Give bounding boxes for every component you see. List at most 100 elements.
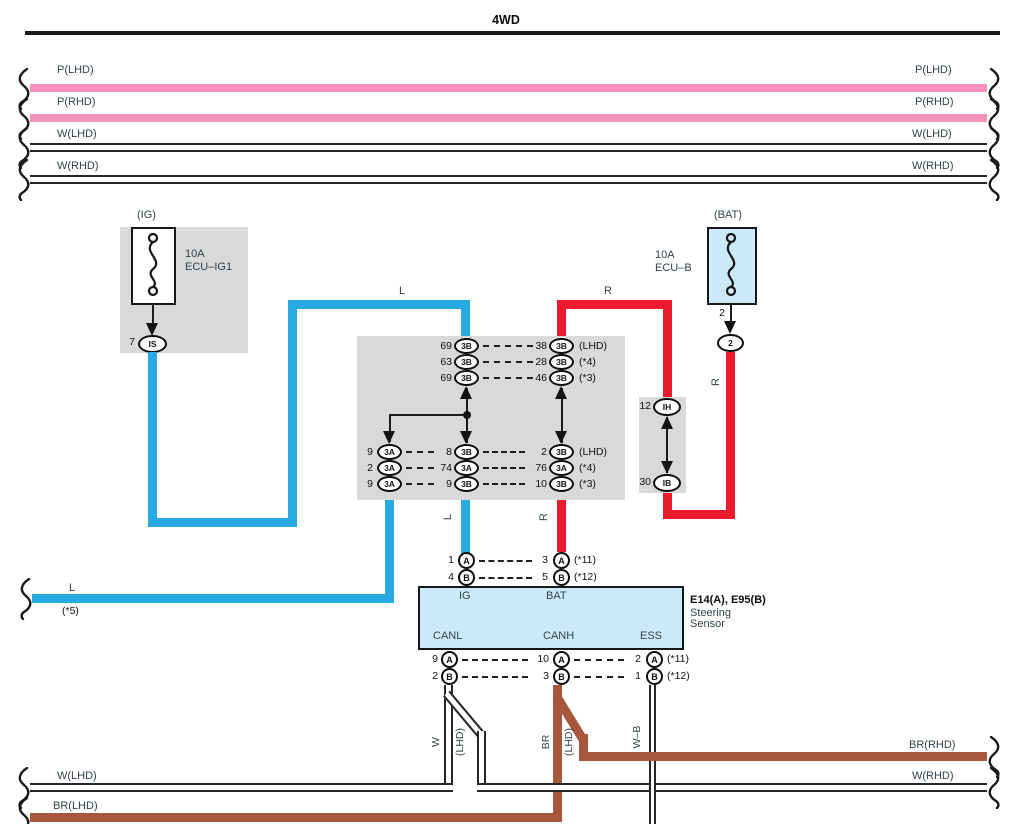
wire-r-to-ib [663,492,672,519]
header-rule [25,31,1000,35]
sensor-pin-number: 1 [635,670,641,682]
arrow-down-icon [661,461,673,474]
bus-p-lhd-wire [30,84,987,92]
sensor-pin-label-ess: ESS [640,630,663,642]
junction-pin: 10 [535,478,547,490]
wire-br-lhd-note: (LHD) [563,728,576,756]
wire-wb-label: W–B [631,725,644,749]
junction-connector: 3B [549,370,574,386]
junction-note: (LHD) [579,446,607,458]
sensor-pin-number: 9 [432,653,438,665]
wire-r-mid-label: R [537,513,550,521]
junction-pin: 9 [367,478,373,490]
wire-r-bottom-run [663,510,735,519]
sensor-pin-number: 5 [542,571,548,583]
wire-r-into-junction [557,300,566,340]
junction-connector: 3B [549,444,574,460]
junction-dash [406,451,434,453]
junction-branch [389,414,467,416]
sensor-pin-connector: A [553,552,570,569]
bat-fuse-rating: 10A [655,249,675,261]
sensor-pin-label-canl: CANL [433,630,463,642]
bus-p-rhd-label-left: P(RHD) [57,96,96,108]
junction-connector: 3B [549,354,574,370]
wire-r-top-label: R [604,285,612,297]
sensor-pin-number: 2 [635,653,641,665]
junction-branch [389,414,391,442]
arrow-up-icon [460,386,472,399]
wire-w-branch-down [477,731,486,792]
sensor-pin-number: 2 [432,670,438,682]
bus-w-lhd-wire [30,143,987,152]
connector-is: IS [138,335,167,353]
junction-pin: 69 [440,372,452,384]
sensor-pin-connector: B [553,668,570,685]
bat-fuse-name: ECU–B [655,262,692,274]
sensor-pin-number: 3 [542,554,548,566]
sensor-pin-label-ig: IG [459,590,471,602]
junction-pin: 63 [440,356,452,368]
wire-break-icon [988,127,1000,169]
wire-break-icon [18,159,30,201]
junction-connector: 3A [377,476,402,492]
junction-connector: 3A [549,460,574,476]
junction-connector: 3A [377,460,402,476]
wire-w-rhd-bus [477,783,987,792]
bus-w-rhd-wire [30,175,987,184]
ig-fuse-rating: 10A [185,248,205,260]
sensor-dash [462,676,528,678]
steering-sensor-box [418,586,684,650]
arrow-down-icon [383,431,395,444]
junction-pin: 8 [446,446,452,458]
ig-fuse-header: (IG) [137,209,156,221]
junction-pin: 69 [440,340,452,352]
junction-pin: 46 [535,372,547,384]
wire-w-label: W [430,737,443,747]
junction-dash [483,345,533,347]
wire-l-mid-label: L [441,513,454,521]
junction-note: (*3) [579,478,596,490]
junction-connector: 3B [549,338,574,354]
wire-break-icon [18,797,30,824]
connector-ib: IB [653,474,681,492]
bus-w-lhd-label-right: W(LHD) [912,128,952,140]
wire-w-lhd-note: (LHD) [454,728,467,756]
sensor-note: (*12) [574,571,597,583]
wire-r-to-sensor [557,492,566,552]
junction-pin: 76 [535,462,547,474]
sensor-name-line1: Steering [690,607,731,619]
junction-connector: 3B [454,476,479,492]
sensor-dash [462,659,528,661]
wire-br-label: BR [540,734,553,750]
bus-br-rhd-label: BR(RHD) [909,739,956,751]
bat-pin-number: 2 [719,307,725,319]
sensor-name-line2: Sensor [690,618,725,630]
junction-link [561,388,563,443]
junction-pin: 9 [446,478,452,490]
junction-pin: 2 [541,446,547,458]
wire-break-icon [18,127,30,169]
sensor-pin-label-canh: CANH [543,630,575,642]
sensor-note: (*11) [574,554,596,566]
junction-dash [483,377,533,379]
junction-dash [483,483,525,485]
junction-connector: 3B [454,370,479,386]
sensor-pin-connector: B [441,668,458,685]
sensor-pin-connector: B [458,569,475,586]
junction-connector: 3A [454,460,479,476]
sensor-pin-connector: A [441,651,458,668]
junction-pin: 9 [367,446,373,458]
arrow-down-icon [146,323,158,336]
wire-l-entry-label: L [69,582,76,594]
junction-note: (*4) [579,462,596,474]
junction-note: (*3) [579,372,596,384]
junction-dash [483,361,533,363]
junction-connector: 3B [454,354,479,370]
junction-dash [406,483,434,485]
arrow-down-icon [555,431,567,444]
wire-br-rhd-bus [579,752,987,761]
sensor-pin-connector: A [553,651,570,668]
sensor-pin-connector: B [646,668,663,685]
wire-l-up [288,300,297,527]
